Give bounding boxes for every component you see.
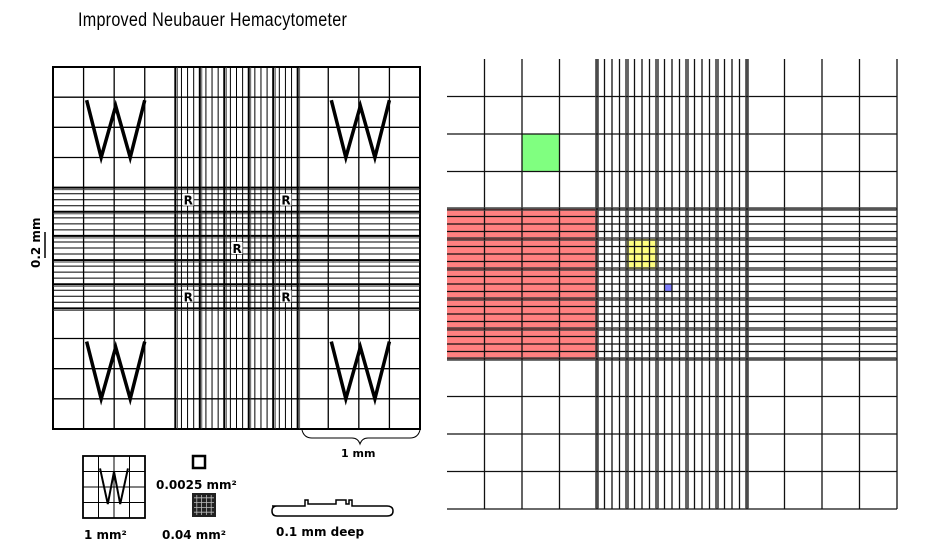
legend-tiny-square-icon <box>191 454 207 470</box>
highlight-corner-square <box>522 134 560 172</box>
r-square-label: R <box>281 290 290 304</box>
r-square-label: R <box>233 242 242 256</box>
left-grid-drawing: R R R R R <box>52 66 421 430</box>
r-square-label: R <box>184 194 193 208</box>
scale-1mm-label: 1 mm <box>341 447 375 460</box>
r-square-label: R <box>281 194 290 208</box>
legend-medium-square-icon <box>192 493 216 517</box>
slide-profile-icon <box>271 499 394 517</box>
w-square-marker <box>84 99 147 165</box>
brace-icon <box>301 429 421 446</box>
page-title: Improved Neubauer Hemacytometer <box>78 10 348 31</box>
legend-0-04-label: 0.04 mm² <box>162 528 226 542</box>
w-square-marker <box>329 99 392 165</box>
r-square-label: R <box>184 290 193 304</box>
right-grid-diagram <box>447 59 898 510</box>
legend-0-0025-label: 0.0025 mm² <box>156 478 237 492</box>
w-square-marker <box>329 340 392 406</box>
highlight-tiny-square <box>664 284 672 292</box>
r-label-bg <box>280 193 292 206</box>
vertical-scale: 0.2 mm <box>29 218 46 268</box>
r-label-bg <box>182 290 194 303</box>
depth-label: 0.1 mm deep <box>276 525 364 539</box>
scale-0-2mm-label: 0.2 mm <box>29 218 43 268</box>
legend-1mm-square-icon <box>82 455 146 519</box>
horizontal-scale-brace: 1 mm <box>301 429 421 460</box>
r-label-bg <box>280 290 292 303</box>
legend-medium-bg <box>192 493 216 517</box>
legend-w-marker <box>99 468 129 505</box>
r-label-bg <box>231 242 243 254</box>
r-label-bg <box>182 193 194 206</box>
w-square-marker <box>84 340 147 406</box>
legend-1mm2-label: 1 mm² <box>84 528 127 542</box>
legend: 1 mm² 0.0025 mm² 0.04 mm² 0.1 mm deep <box>82 454 394 542</box>
